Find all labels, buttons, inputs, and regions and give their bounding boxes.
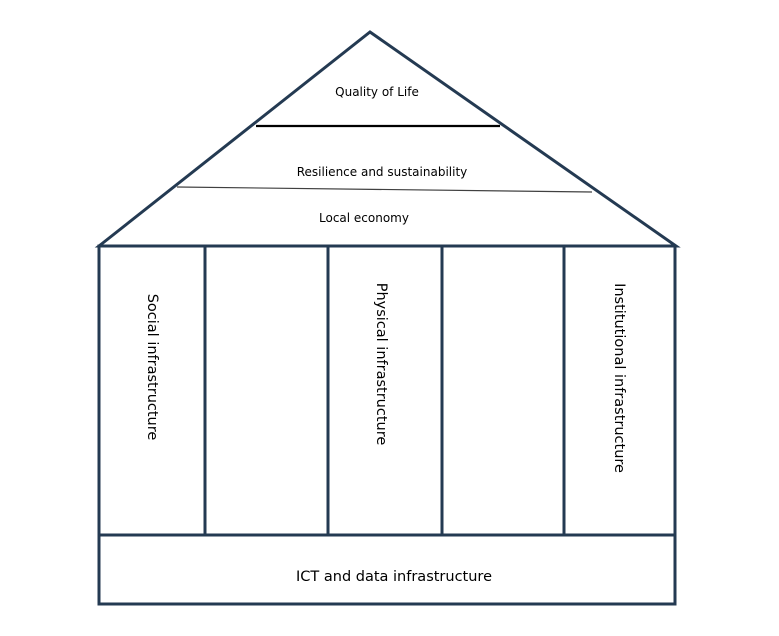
roof-level-local-economy: Local economy xyxy=(319,211,409,225)
pillar-label-institutional: Institutional infrastructure xyxy=(611,283,627,473)
pillar-gap-2 xyxy=(440,244,566,537)
pillar-label-social: Social infrastructure xyxy=(144,294,160,441)
roof-divider-lower xyxy=(176,186,593,193)
foundation-label: ICT and data infrastructure xyxy=(296,569,492,585)
pillar-gap-1 xyxy=(203,244,330,537)
pillar-label-physical: Physical infrastructure xyxy=(373,283,389,446)
foundation-block xyxy=(97,533,677,606)
roof-level-quality-of-life: Quality of Life xyxy=(335,85,419,99)
roof-level-resilience: Resilience and sustainability xyxy=(297,165,468,179)
